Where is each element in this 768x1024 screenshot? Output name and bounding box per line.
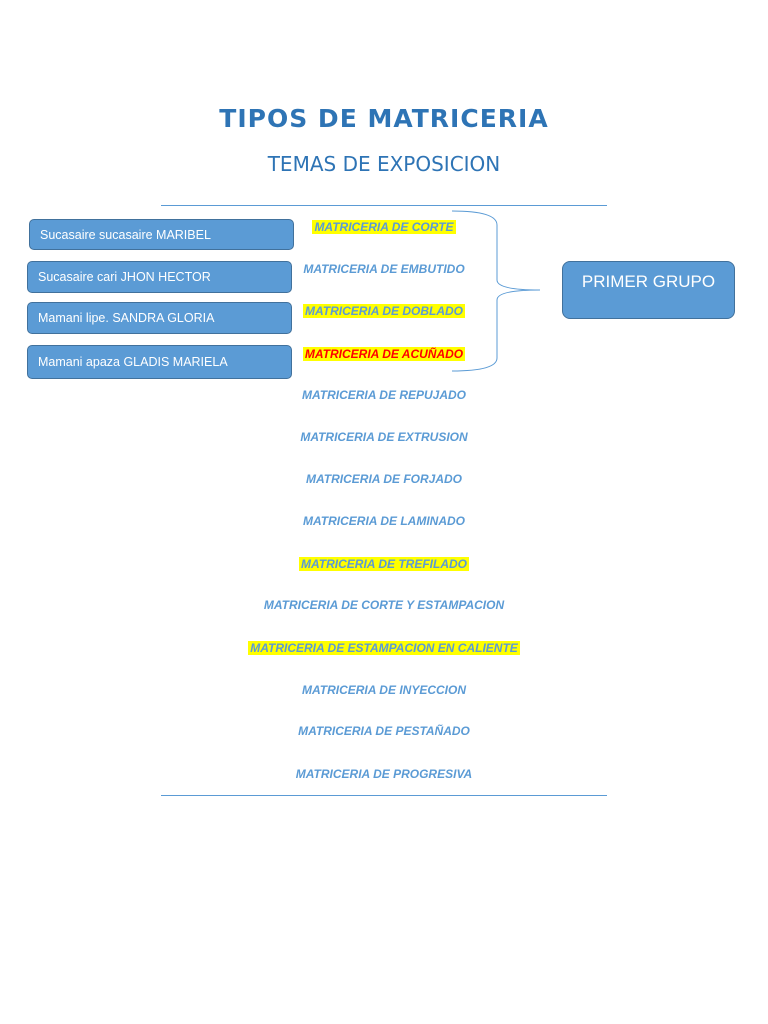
member-box-1: Sucasaire sucasaire MARIBEL: [29, 219, 294, 250]
member-box-2: Sucasaire cari JHON HECTOR: [27, 261, 292, 293]
topic-item: MATRICERIA DE EXTRUSION: [0, 429, 768, 445]
topic-label: MATRICERIA DE DOBLADO: [303, 304, 465, 318]
topic-item: MATRICERIA DE ACUÑADO: [0, 346, 768, 362]
topic-item: MATRICERIA DE CORTE: [0, 219, 768, 235]
topic-label: MATRICERIA DE EMBUTIDO: [303, 262, 465, 276]
topic-label: MATRICERIA DE ACUÑADO: [302, 347, 466, 361]
topic-label: MATRICERIA DE ESTAMPACION EN CALIENTE: [248, 641, 520, 655]
topic-label: MATRICERIA DE REPUJADO: [301, 388, 466, 402]
topic-label: MATRICERIA DE PESTAÑADO: [298, 724, 470, 738]
topic-label: MATRICERIA DE EXTRUSION: [300, 430, 468, 444]
topic-label: MATRICERIA DE PROGRESIVA: [295, 767, 473, 781]
topic-item: MATRICERIA DE PESTAÑADO: [0, 723, 768, 739]
topic-item: MATRICERIA DE FORJADO: [0, 471, 768, 487]
topic-item: MATRICERIA DE TREFILADO: [0, 556, 768, 572]
topic-item: MATRICERIA DE CORTE Y ESTAMPACION: [0, 597, 768, 613]
topic-label: MATRICERIA DE INYECCION: [301, 683, 466, 697]
page-title: TIPOS DE MATRICERIA: [219, 104, 549, 133]
primer-grupo-box: PRIMER GRUPO: [562, 261, 735, 319]
topic-item: MATRICERIA DE PROGRESIVA: [0, 766, 768, 782]
member-box-3: Mamani lipe. SANDRA GLORIA: [27, 302, 292, 334]
topic-label: MATRICERIA DE CORTE Y ESTAMPACION: [263, 598, 505, 612]
topic-label: MATRICERIA DE CORTE: [312, 220, 456, 234]
page-subtitle: TEMAS DE EXPOSICION: [267, 152, 501, 176]
topic-label: MATRICERIA DE TREFILADO: [299, 557, 469, 571]
topic-item: MATRICERIA DE ESTAMPACION EN CALIENTE: [0, 640, 768, 656]
member-box-4: Mamani apaza GLADIS MARIELA: [27, 345, 292, 379]
topic-label: MATRICERIA DE FORJADO: [306, 472, 462, 486]
topic-item: MATRICERIA DE DOBLADO: [0, 303, 768, 319]
topic-label: MATRICERIA DE LAMINADO: [303, 514, 465, 528]
top-divider: [161, 205, 607, 206]
topic-item: MATRICERIA DE INYECCION: [0, 682, 768, 698]
bottom-divider: [161, 795, 607, 796]
topic-item: MATRICERIA DE EMBUTIDO: [0, 261, 768, 277]
topic-item: MATRICERIA DE LAMINADO: [0, 513, 768, 529]
topic-item: MATRICERIA DE REPUJADO: [0, 387, 768, 403]
